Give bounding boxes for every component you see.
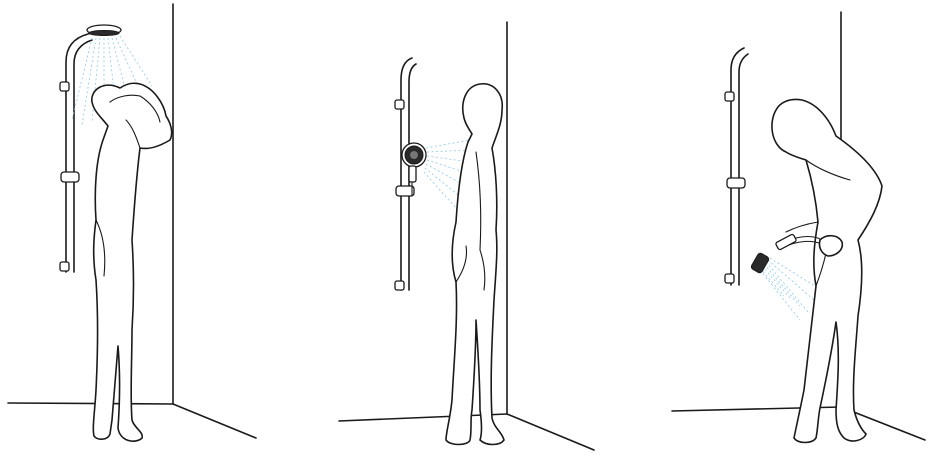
wall-bracket-bottom — [725, 274, 734, 283]
overhead-shower-head-icon — [87, 25, 121, 36]
hand-shower-head-icon — [750, 234, 796, 274]
shower-rail — [725, 48, 748, 285]
hand-shower-head-icon — [402, 143, 426, 182]
slider-holder — [727, 178, 745, 188]
slider-holder — [396, 186, 414, 196]
wall-bracket-top — [395, 100, 404, 109]
wall-bracket-bottom — [395, 281, 404, 290]
slider-holder — [61, 172, 79, 182]
panel-handshower-on-rail — [339, 22, 594, 450]
room-corner — [672, 12, 925, 440]
wall-bracket-bottom — [60, 262, 69, 271]
person-standing-overhead — [92, 83, 172, 441]
wall-bracket-top — [60, 82, 69, 91]
person-standing-side — [446, 84, 504, 445]
person-bending — [772, 99, 882, 442]
hand-shower-handle — [409, 166, 416, 182]
panel-overhead-shower — [8, 4, 256, 441]
hand-shower-handle — [775, 234, 796, 250]
shower-rail — [60, 32, 94, 272]
wall-bracket-top — [725, 92, 734, 101]
panel-handshower-in-hand — [672, 12, 925, 443]
water-spray — [760, 258, 818, 320]
